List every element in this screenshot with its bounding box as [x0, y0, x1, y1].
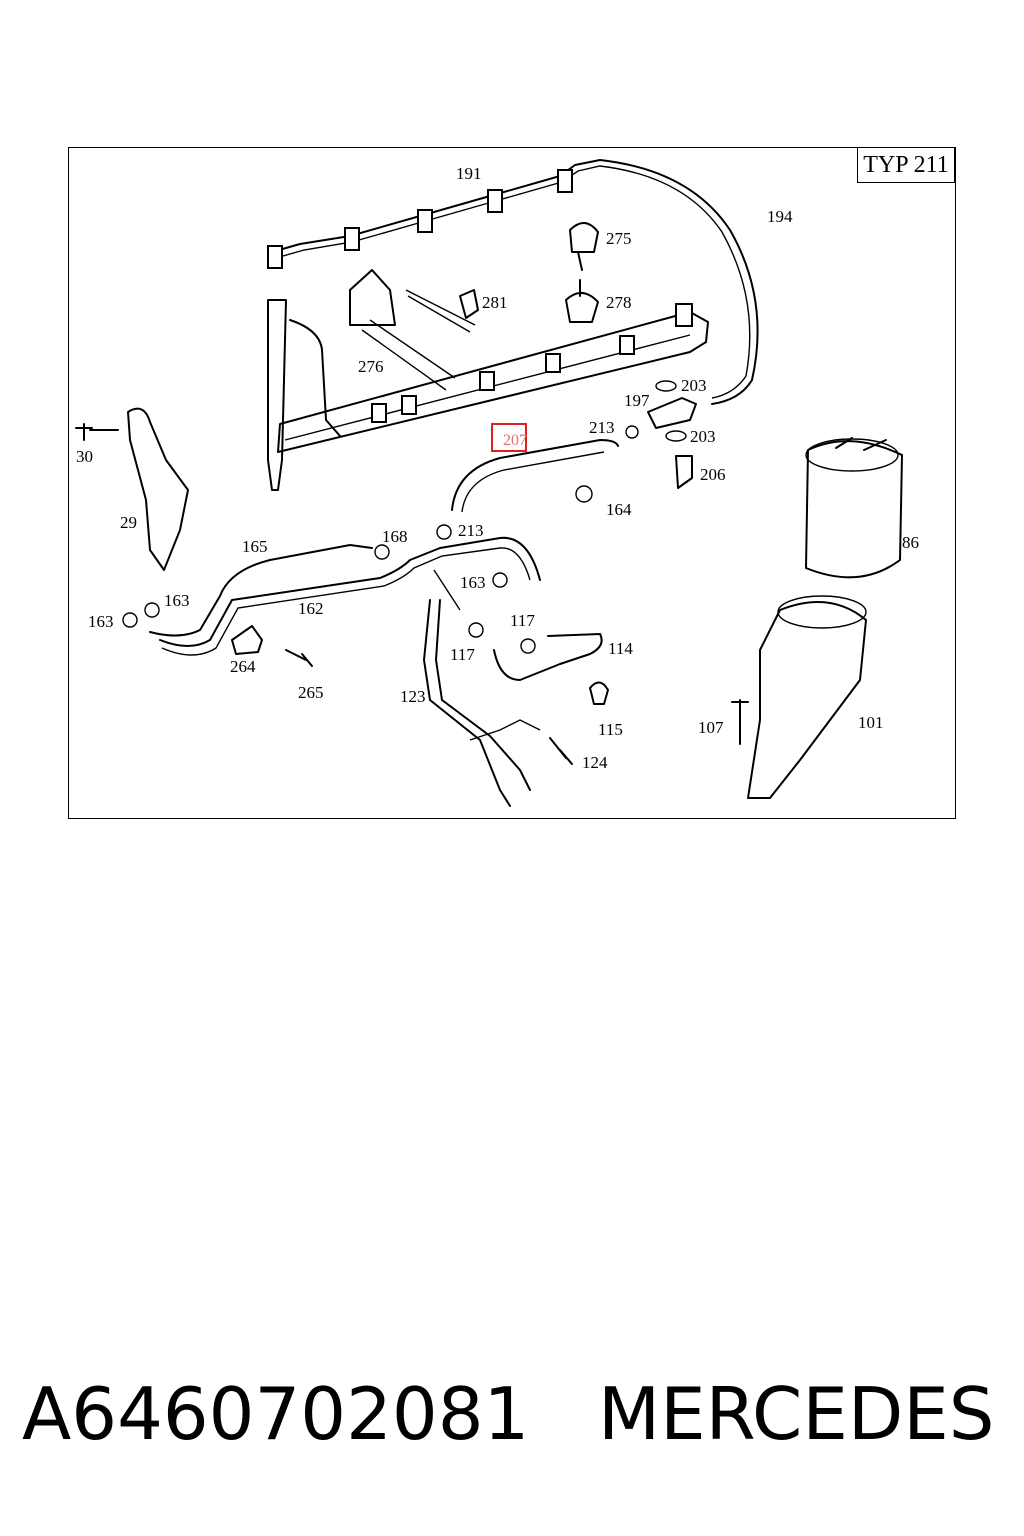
line-123b: [435, 599, 531, 791]
bolt-124: [549, 737, 573, 765]
parts-diagram: 191 194 275 281 278 276 203 197 213 203 …: [75, 159, 919, 807]
footer: A6460702081 MERCEDES: [0, 1368, 1024, 1468]
clip-281: [459, 289, 479, 319]
callout-117a: 117: [510, 611, 535, 630]
callout-281: 281: [482, 293, 508, 312]
return-line-191-inner: [275, 165, 751, 399]
clamp-168: [374, 544, 390, 560]
return-line-191: [271, 159, 759, 405]
hose-207-inner: [461, 451, 605, 513]
highlighted-part-label: 207: [503, 432, 527, 449]
line-123-link: [433, 569, 541, 741]
callout-194: 194: [767, 207, 793, 226]
callout-163b: 163: [164, 591, 190, 610]
connector-191e: [557, 169, 573, 193]
bracket-29: [127, 407, 189, 571]
callout-275: 275: [606, 229, 632, 248]
bolt-206: [675, 455, 693, 489]
washer-203a: [655, 380, 677, 392]
cable-tie-281: [405, 289, 476, 333]
connector-191b: [344, 227, 360, 251]
callout-213b: 213: [458, 521, 484, 540]
callout-114: 114: [608, 639, 633, 658]
clamp-163c: [492, 572, 508, 588]
brand-name: MERCEDES: [598, 1372, 995, 1456]
filter-top: [805, 438, 899, 472]
callout-278: 278: [606, 293, 632, 312]
rail-bracket-276: [349, 269, 396, 326]
callout-168: 168: [382, 527, 408, 546]
callout-107: 107: [698, 718, 724, 737]
bolt-30: [75, 423, 119, 441]
callout-164: 164: [606, 500, 632, 519]
callout-162: 162: [298, 599, 324, 618]
holder-115: [589, 681, 609, 705]
fuel-rail: [277, 311, 709, 453]
clamp-163a: [144, 602, 160, 618]
callout-163c: 163: [88, 612, 114, 631]
callout-115: 115: [598, 720, 623, 739]
clamp-213a: [625, 425, 639, 439]
callout-29: 29: [120, 513, 137, 532]
cable-tie: [361, 319, 456, 391]
fuel-filter-86: [805, 440, 903, 579]
clamp-117a: [468, 622, 484, 638]
type-label: TYP 211: [857, 147, 955, 183]
connector-191d: [487, 189, 503, 213]
injector-leak-line: [289, 319, 341, 437]
filter-housing-101: [747, 601, 867, 799]
clip-275: [569, 222, 599, 271]
hose-114: [493, 633, 603, 681]
callout-124: 124: [582, 753, 608, 772]
clip-278: [565, 279, 599, 323]
washer-203b: [665, 430, 687, 442]
callout-197: 197: [624, 391, 650, 410]
line-162: [159, 536, 541, 647]
callout-191: 191: [456, 164, 482, 183]
bolt-265: [285, 649, 313, 667]
bolt-107: [731, 699, 749, 745]
callout-123: 123: [400, 687, 426, 706]
line-123: [423, 599, 511, 807]
diagram-frame: [68, 147, 956, 819]
callout-163a: 163: [460, 573, 486, 592]
callout-30: 30: [76, 447, 93, 466]
line-165: [149, 544, 373, 637]
callout-213a: 213: [589, 418, 615, 437]
filter-ports: [835, 437, 887, 451]
callout-276: 276: [358, 357, 384, 376]
callout-86: 86: [902, 533, 919, 552]
highlighted-part-box[interactable]: [491, 423, 527, 452]
line-162-inner: [161, 547, 531, 656]
callout-101: 101: [858, 713, 884, 732]
clamp-163b: [122, 612, 138, 628]
callout-117b: 117: [450, 645, 475, 664]
connector-191c: [417, 209, 433, 233]
callout-206: 206: [700, 465, 726, 484]
clamp-117b: [520, 638, 536, 654]
callout-264: 264: [230, 657, 256, 676]
injector: [267, 299, 287, 491]
fitting-197: [647, 397, 697, 429]
clamp-164: [575, 485, 593, 503]
part-number: A6460702081: [22, 1372, 530, 1456]
callout-265: 265: [298, 683, 324, 702]
rail-ports: [371, 303, 693, 423]
callout-203a: 203: [681, 376, 707, 395]
clamp-213b: [436, 524, 452, 540]
callout-203b: 203: [690, 427, 716, 446]
hose-207: [451, 439, 619, 511]
clip-264: [231, 625, 263, 655]
connector-191a: [267, 245, 283, 269]
callout-165: 165: [242, 537, 268, 556]
housing-top: [777, 595, 867, 629]
